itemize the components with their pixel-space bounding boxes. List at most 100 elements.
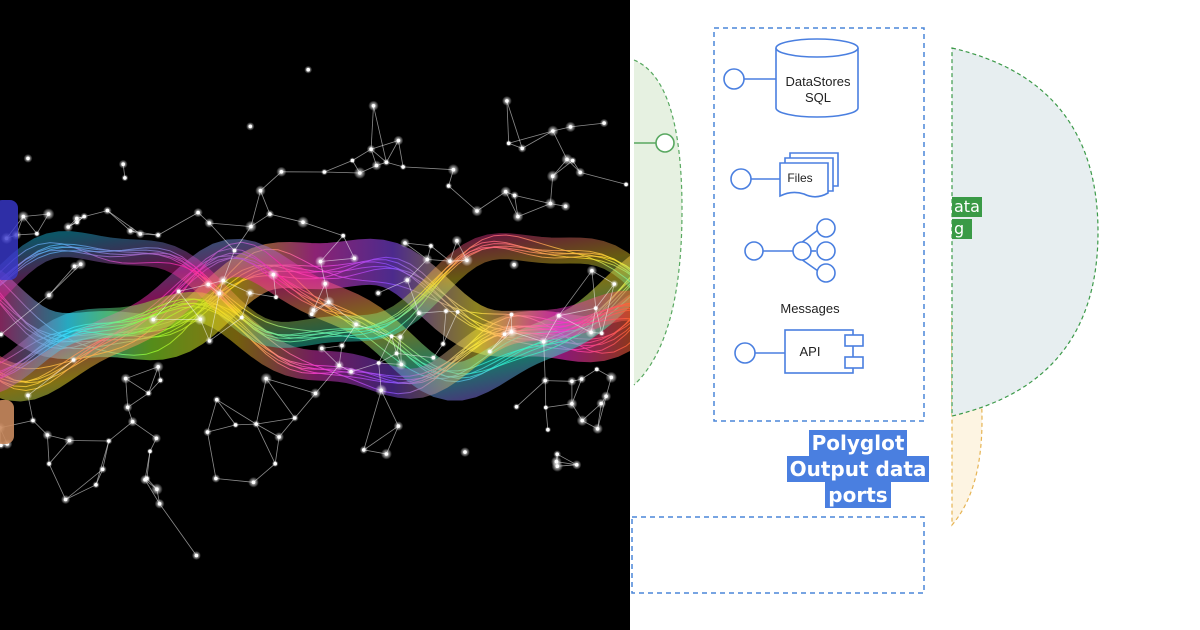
- network-node: [47, 293, 51, 298]
- network-edge: [209, 222, 235, 251]
- network-edge: [48, 463, 66, 500]
- network-node: [273, 461, 278, 466]
- network-edge: [215, 478, 254, 483]
- network-node: [398, 335, 403, 339]
- files-label: Files: [787, 171, 813, 185]
- network-node: [595, 367, 599, 372]
- hand-edge-shape: [0, 200, 18, 280]
- network-node: [595, 427, 600, 431]
- network-node: [309, 312, 314, 317]
- network-node: [376, 361, 381, 365]
- network-edge: [558, 307, 596, 317]
- network-node: [488, 349, 492, 354]
- network-edge: [514, 195, 551, 204]
- network-node: [441, 342, 445, 346]
- network-node: [590, 268, 594, 273]
- network-edge: [207, 424, 236, 433]
- network-node: [502, 332, 507, 337]
- network-edge: [350, 362, 379, 373]
- network-node: [463, 450, 467, 454]
- network-node: [384, 160, 389, 165]
- network-edge: [159, 503, 197, 556]
- network-node: [125, 405, 130, 410]
- database-cylinder-icon: [775, 38, 859, 118]
- ribbon-mesh-line: [0, 298, 630, 379]
- network-node: [465, 258, 469, 263]
- network-node: [337, 363, 341, 368]
- network-node: [100, 467, 105, 472]
- network-edge: [363, 425, 399, 451]
- datastores-label: DataStores SQL: [785, 74, 851, 105]
- api-component-icon: [784, 329, 864, 374]
- network-node: [232, 248, 237, 253]
- network-node: [451, 167, 456, 172]
- network-node: [240, 315, 244, 320]
- network-ribbon-illustration: [0, 65, 630, 560]
- network-node: [151, 317, 156, 322]
- network-node: [45, 433, 50, 437]
- network-edge: [157, 212, 199, 236]
- network-node: [354, 322, 358, 327]
- network-edge: [207, 432, 217, 479]
- diagram-canvas: [631, 27, 1099, 594]
- network-edge: [506, 100, 523, 149]
- network-edge: [0, 294, 50, 335]
- network-edge: [517, 203, 551, 217]
- network-node: [399, 362, 404, 367]
- network-node: [301, 220, 305, 224]
- ribbon-mesh-line: [0, 243, 630, 337]
- network-edge: [320, 257, 355, 262]
- network-node: [66, 225, 70, 229]
- network-node: [574, 463, 579, 467]
- network-node: [509, 330, 514, 334]
- title-line-1: Polyglot: [808, 430, 908, 456]
- network-edge: [250, 190, 261, 227]
- network-edge: [302, 221, 344, 237]
- network-edge: [95, 440, 110, 485]
- left-bubble-port-circle: [655, 133, 675, 153]
- network-node: [514, 405, 519, 409]
- network-edge: [396, 353, 434, 359]
- network-node: [503, 189, 508, 194]
- network-node: [31, 418, 35, 423]
- title-line-3: ports: [825, 482, 891, 508]
- network-node: [446, 184, 451, 188]
- network-edge: [69, 440, 109, 442]
- ribbon-mesh-line: [0, 246, 630, 340]
- network-node: [403, 241, 407, 245]
- network-node: [371, 104, 376, 108]
- network-node: [512, 262, 516, 267]
- network-edge: [378, 336, 392, 364]
- network-edge: [544, 380, 547, 408]
- network-edge: [324, 160, 353, 173]
- network-node: [318, 259, 323, 264]
- network-node: [148, 449, 152, 454]
- network-edge: [378, 279, 408, 294]
- network-edge: [545, 407, 549, 430]
- network-node: [350, 158, 355, 163]
- network-edge: [442, 311, 447, 344]
- ribbon-mesh-line: [0, 248, 630, 384]
- ribbon-mesh-line: [0, 252, 630, 382]
- network-node: [384, 452, 389, 456]
- network-node: [130, 419, 135, 424]
- lower-box: [631, 516, 925, 594]
- api-label: API: [799, 344, 821, 359]
- ribbon-mesh-line: [0, 302, 630, 381]
- network-node: [21, 214, 26, 219]
- ribbon-mesh-line: [0, 246, 630, 343]
- network-edge: [406, 279, 420, 314]
- network-node: [455, 310, 460, 314]
- network-node: [417, 311, 421, 316]
- network-edge: [558, 315, 592, 333]
- hero-image-panel: [0, 0, 630, 630]
- network-node: [233, 423, 238, 427]
- network-node: [143, 477, 147, 482]
- network-node: [362, 448, 366, 452]
- network-node: [279, 170, 284, 174]
- network-node: [249, 224, 253, 229]
- network-node: [221, 278, 225, 283]
- network-edge: [294, 393, 316, 419]
- ribbon-mesh-line: [0, 240, 630, 339]
- network-node: [475, 209, 479, 213]
